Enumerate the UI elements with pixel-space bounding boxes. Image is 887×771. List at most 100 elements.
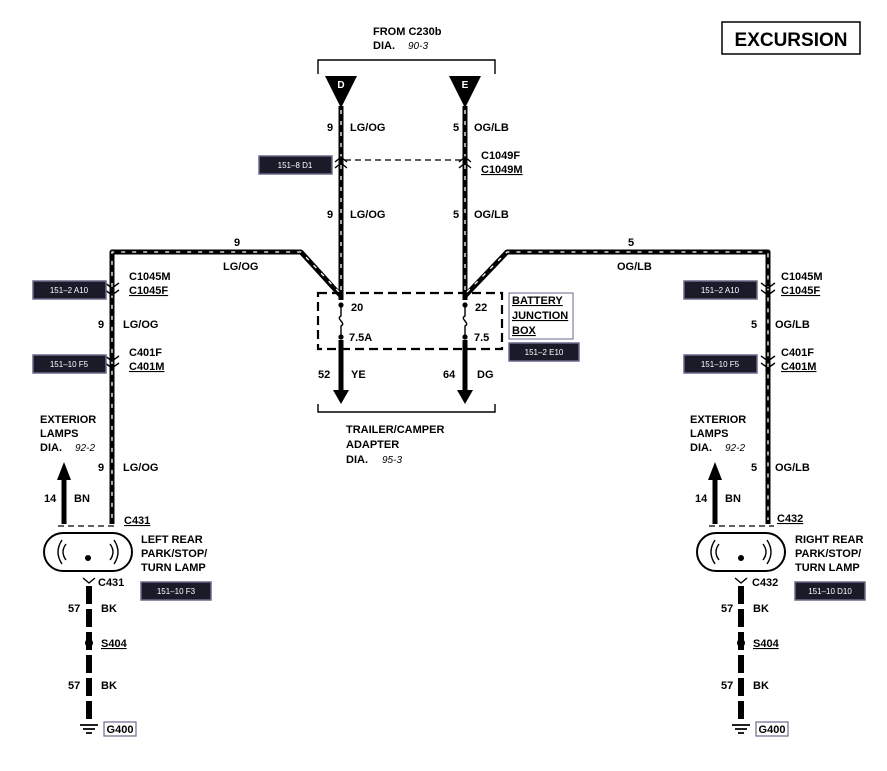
wire-label-circuit-9-top: 9: [327, 122, 333, 134]
fuse-right-icon: [462, 307, 468, 336]
ref-151-2-a10-right-text: 151–2 A10: [701, 286, 740, 295]
wire-label-circuit-57-right-1: 57: [721, 603, 733, 615]
adapter-dia-label: DIA.: [346, 454, 368, 466]
wire-dg-arrow: [457, 390, 473, 404]
left-c1045-marks: [104, 282, 120, 296]
wire-label-bk-right-1: BK: [753, 603, 769, 615]
wire-label-circuit-9-left-3: 9: [98, 462, 104, 474]
connector-d-symbol: [325, 76, 357, 108]
wire-label-og-lb-mid: OG/LB: [474, 209, 509, 221]
fuse-left-icon: [338, 307, 344, 336]
wire-label-og-lb-top: OG/LB: [474, 122, 509, 134]
wire-label-bk-left-2: BK: [101, 680, 117, 692]
battery-junction-box: [316, 291, 504, 351]
left-s404-splice: [85, 639, 93, 647]
right-lamp-ground-dot: [738, 555, 744, 561]
c1049f-label: C1049F: [481, 150, 520, 162]
left-bn-arrow: [57, 462, 71, 480]
ref-151-10-f3[interactable]: [140, 581, 212, 601]
ref-151-2-a10-left[interactable]: [32, 280, 107, 300]
left-g400-box: [103, 721, 137, 737]
right-c1045m-label: C1045M: [781, 271, 823, 283]
left-c401-marks: [104, 355, 120, 369]
right-lamp-label-3: TURN LAMP: [795, 562, 860, 574]
adapter-bracket: [317, 404, 496, 413]
right-s404-splice: [737, 639, 745, 647]
connector-e-symbol: [449, 76, 481, 108]
ref-151-10-f3-text: 151–10 F3: [157, 587, 196, 596]
wire-label-lg-og-mid: LG/OG: [350, 209, 385, 221]
right-lamp-filament-2: [762, 539, 772, 565]
connector-d-label: D: [337, 80, 344, 91]
left-lamp-label-1: LEFT REAR: [141, 534, 203, 546]
right-exterior-dia-ref: 92-2: [725, 443, 745, 454]
wire-label-bn-right: BN: [725, 493, 741, 505]
source-label: FROM C230b: [373, 26, 442, 38]
wire-label-circuit-14-left: 14: [44, 493, 57, 505]
wire-label-circuit-57-left-2: 57: [68, 680, 80, 692]
source-dia-label: DIA.: [373, 40, 395, 52]
right-c1045f-label: C1045F: [781, 285, 820, 297]
left-c401m-label: C401M: [129, 361, 164, 373]
ref-151-10-f5-right[interactable]: [683, 354, 758, 374]
wire-label-circuit-57-right-2: 57: [721, 680, 733, 692]
left-c401f-label: C401F: [129, 347, 162, 359]
wire-label-bk-left-1: BK: [101, 603, 117, 615]
right-ground-icon: [732, 724, 750, 734]
adapter-label-2: ADAPTER: [346, 439, 399, 451]
right-g400-label: G400: [759, 724, 786, 736]
right-c432-top-label: C432: [777, 513, 803, 525]
wire-label-lg-og-left-3: LG/OG: [123, 462, 158, 474]
ref-151-2-e10-text: 151–2 E10: [525, 348, 564, 357]
ref-151-10-d10-text: 151–10 D10: [808, 587, 852, 596]
wire-label-lg-og-left: LG/OG: [223, 261, 258, 273]
ref-151-2-e10[interactable]: [508, 342, 580, 362]
left-exterior-lamps-label: LAMPS: [40, 428, 79, 440]
bjb-label-1: BATTERY: [512, 295, 563, 307]
ref-151-10-f5-left[interactable]: [32, 354, 107, 374]
right-c1045-marks: [760, 282, 776, 296]
bjb-label-2: JUNCTION: [512, 310, 568, 322]
wire-label-lg-og-left-2: LG/OG: [123, 319, 158, 331]
wire-label-og-lb-right-2: OG/LB: [775, 319, 810, 331]
connector-e-label: E: [462, 80, 469, 91]
ref-151-2-a10-left-text: 151–2 A10: [50, 286, 89, 295]
c1049-connector-marks-2: [334, 162, 472, 169]
source-dia-ref: 90-3: [408, 41, 428, 52]
left-c1045m-label: C1045M: [129, 271, 171, 283]
ref-151-10-f5-right-text: 151–10 F5: [701, 360, 740, 369]
left-c431-bottom-label: C431: [98, 577, 124, 589]
wire-label-circuit-52: 52: [318, 369, 330, 381]
right-lamp-label-1: RIGHT REAR: [795, 534, 864, 546]
right-c401m-label: C401M: [781, 361, 816, 373]
left-lamp-label-2: PARK/STOP/: [141, 548, 207, 560]
right-c401-marks: [760, 355, 776, 369]
left-c1045f-label: C1045F: [129, 285, 168, 297]
ref-151-10-f5-left-text: 151–10 F5: [50, 360, 89, 369]
left-lamp-label-3: TURN LAMP: [141, 562, 206, 574]
left-g400-label: G400: [107, 724, 134, 736]
right-exterior-dia-label: DIA.: [690, 442, 712, 454]
bjb-pin-22-label: 22: [475, 302, 487, 314]
wire-label-circuit-5-right-2: 5: [751, 319, 757, 331]
right-lamp-label-2: PARK/STOP/: [795, 548, 861, 560]
wire-label-og-lb-right-3: OG/LB: [775, 462, 810, 474]
ref-151-10-d10[interactable]: [794, 581, 866, 601]
left-exterior-label: EXTERIOR: [40, 414, 96, 426]
right-g400-box: [755, 721, 789, 737]
ref-151-8-d1[interactable]: [258, 155, 333, 175]
right-s404-label: S404: [753, 638, 780, 650]
right-bn-arrow: [708, 462, 722, 480]
left-lamp-filament-2: [109, 539, 119, 565]
fuse-left-rating: 7.5A: [349, 332, 372, 344]
left-s404-label: S404: [101, 638, 128, 650]
ref-151-2-a10-right[interactable]: [683, 280, 758, 300]
wire-label-dg: DG: [477, 369, 494, 381]
adapter-label-1: TRAILER/CAMPER: [346, 424, 444, 436]
bjb-label-box: [508, 292, 574, 340]
right-c401f-label: C401F: [781, 347, 814, 359]
wire-label-circuit-5-top: 5: [453, 122, 459, 134]
left-c431-bottom-marks: [82, 577, 96, 584]
wire-label-og-lb-right: OG/LB: [617, 261, 652, 273]
